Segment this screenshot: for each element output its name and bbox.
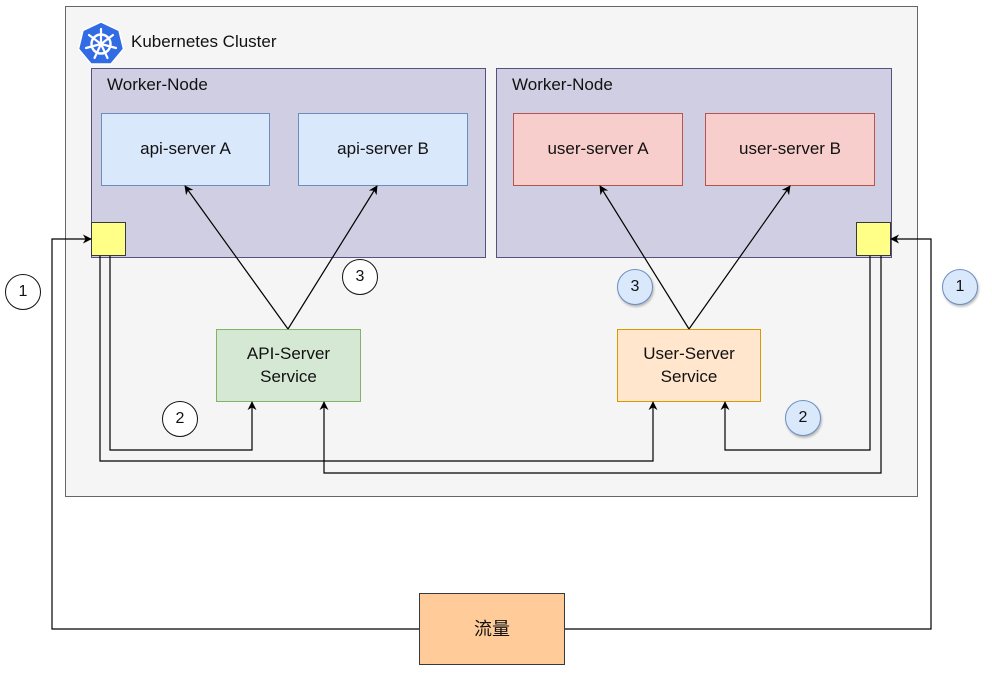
- step-badge-left-1: 1: [5, 274, 41, 310]
- pod-user-server-a: user-server A: [513, 113, 683, 186]
- worker-node-left-title: Worker-Node: [107, 75, 208, 94]
- worker-node-right-title: Worker-Node: [512, 75, 613, 94]
- step-badge-right-2: 2: [785, 400, 821, 436]
- node-port-right: [856, 222, 891, 256]
- pod-user-server-b: user-server B: [705, 113, 875, 186]
- user-server-service: User-Server Service: [617, 329, 761, 402]
- node-port-left: [91, 222, 126, 256]
- step-badge-right-1: 1: [942, 269, 978, 305]
- step-badge-left-2: 2: [162, 401, 198, 437]
- pod-api-server-b: api-server B: [298, 113, 468, 186]
- kubernetes-icon: [77, 21, 125, 65]
- pod-api-server-a: api-server A: [101, 113, 270, 186]
- step-badge-left-3: 3: [342, 259, 378, 295]
- traffic-source: 流量: [419, 593, 565, 665]
- cluster-title: Kubernetes Cluster: [131, 32, 277, 51]
- api-server-service: API-Server Service: [216, 329, 361, 402]
- step-badge-right-3: 3: [617, 269, 653, 305]
